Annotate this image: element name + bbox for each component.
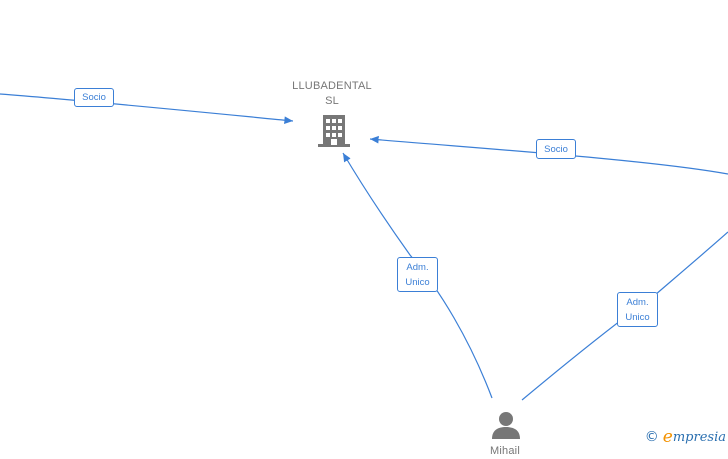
- edge-label-socio-left[interactable]: Socio: [74, 88, 114, 107]
- copyright-symbol: ©: [644, 429, 659, 445]
- brand-name: mpresia: [672, 429, 726, 445]
- person-name[interactable]: Mihail: [490, 445, 520, 457]
- edge-adm-unico-company[interactable]: [342, 152, 493, 399]
- building-icon[interactable]: [318, 115, 350, 147]
- edge-socio-left[interactable]: [0, 93, 294, 124]
- brand-initial: e: [662, 427, 673, 447]
- edge-label-socio-right[interactable]: Socio: [536, 139, 576, 159]
- empresia-logo: © e mpresia: [645, 427, 726, 447]
- edge-label-adm-unico-right[interactable]: Adm. Unico: [617, 292, 658, 327]
- person-icon[interactable]: [492, 412, 520, 439]
- edge-label-adm-unico-company[interactable]: Adm. Unico: [397, 257, 438, 292]
- company-name[interactable]: LLUBADENTAL SL: [292, 80, 372, 107]
